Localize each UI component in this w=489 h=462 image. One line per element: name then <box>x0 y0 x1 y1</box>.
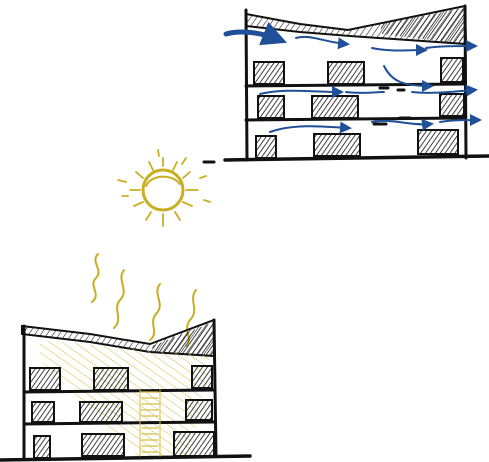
building-section-bottom <box>0 320 250 460</box>
sun-icon <box>118 150 210 226</box>
building-section-top <box>204 6 489 162</box>
wind-arrow-icon <box>226 32 280 40</box>
wind-arrow-icon <box>296 37 346 44</box>
wind-arrow-icon <box>270 126 348 132</box>
wind-arrow-icon <box>260 91 340 94</box>
solar-heating-section <box>0 254 250 460</box>
heat-wave-icon <box>114 270 124 328</box>
heat-wave-icon <box>150 284 160 340</box>
wind-arrow-icon <box>346 92 384 93</box>
wind-arrow-icon <box>426 46 474 48</box>
wind-arrow-icon <box>440 120 478 122</box>
cooling-ventilation-section <box>204 6 489 162</box>
heat-wave-icon <box>92 254 99 302</box>
wind-arrow-icon <box>372 48 424 51</box>
